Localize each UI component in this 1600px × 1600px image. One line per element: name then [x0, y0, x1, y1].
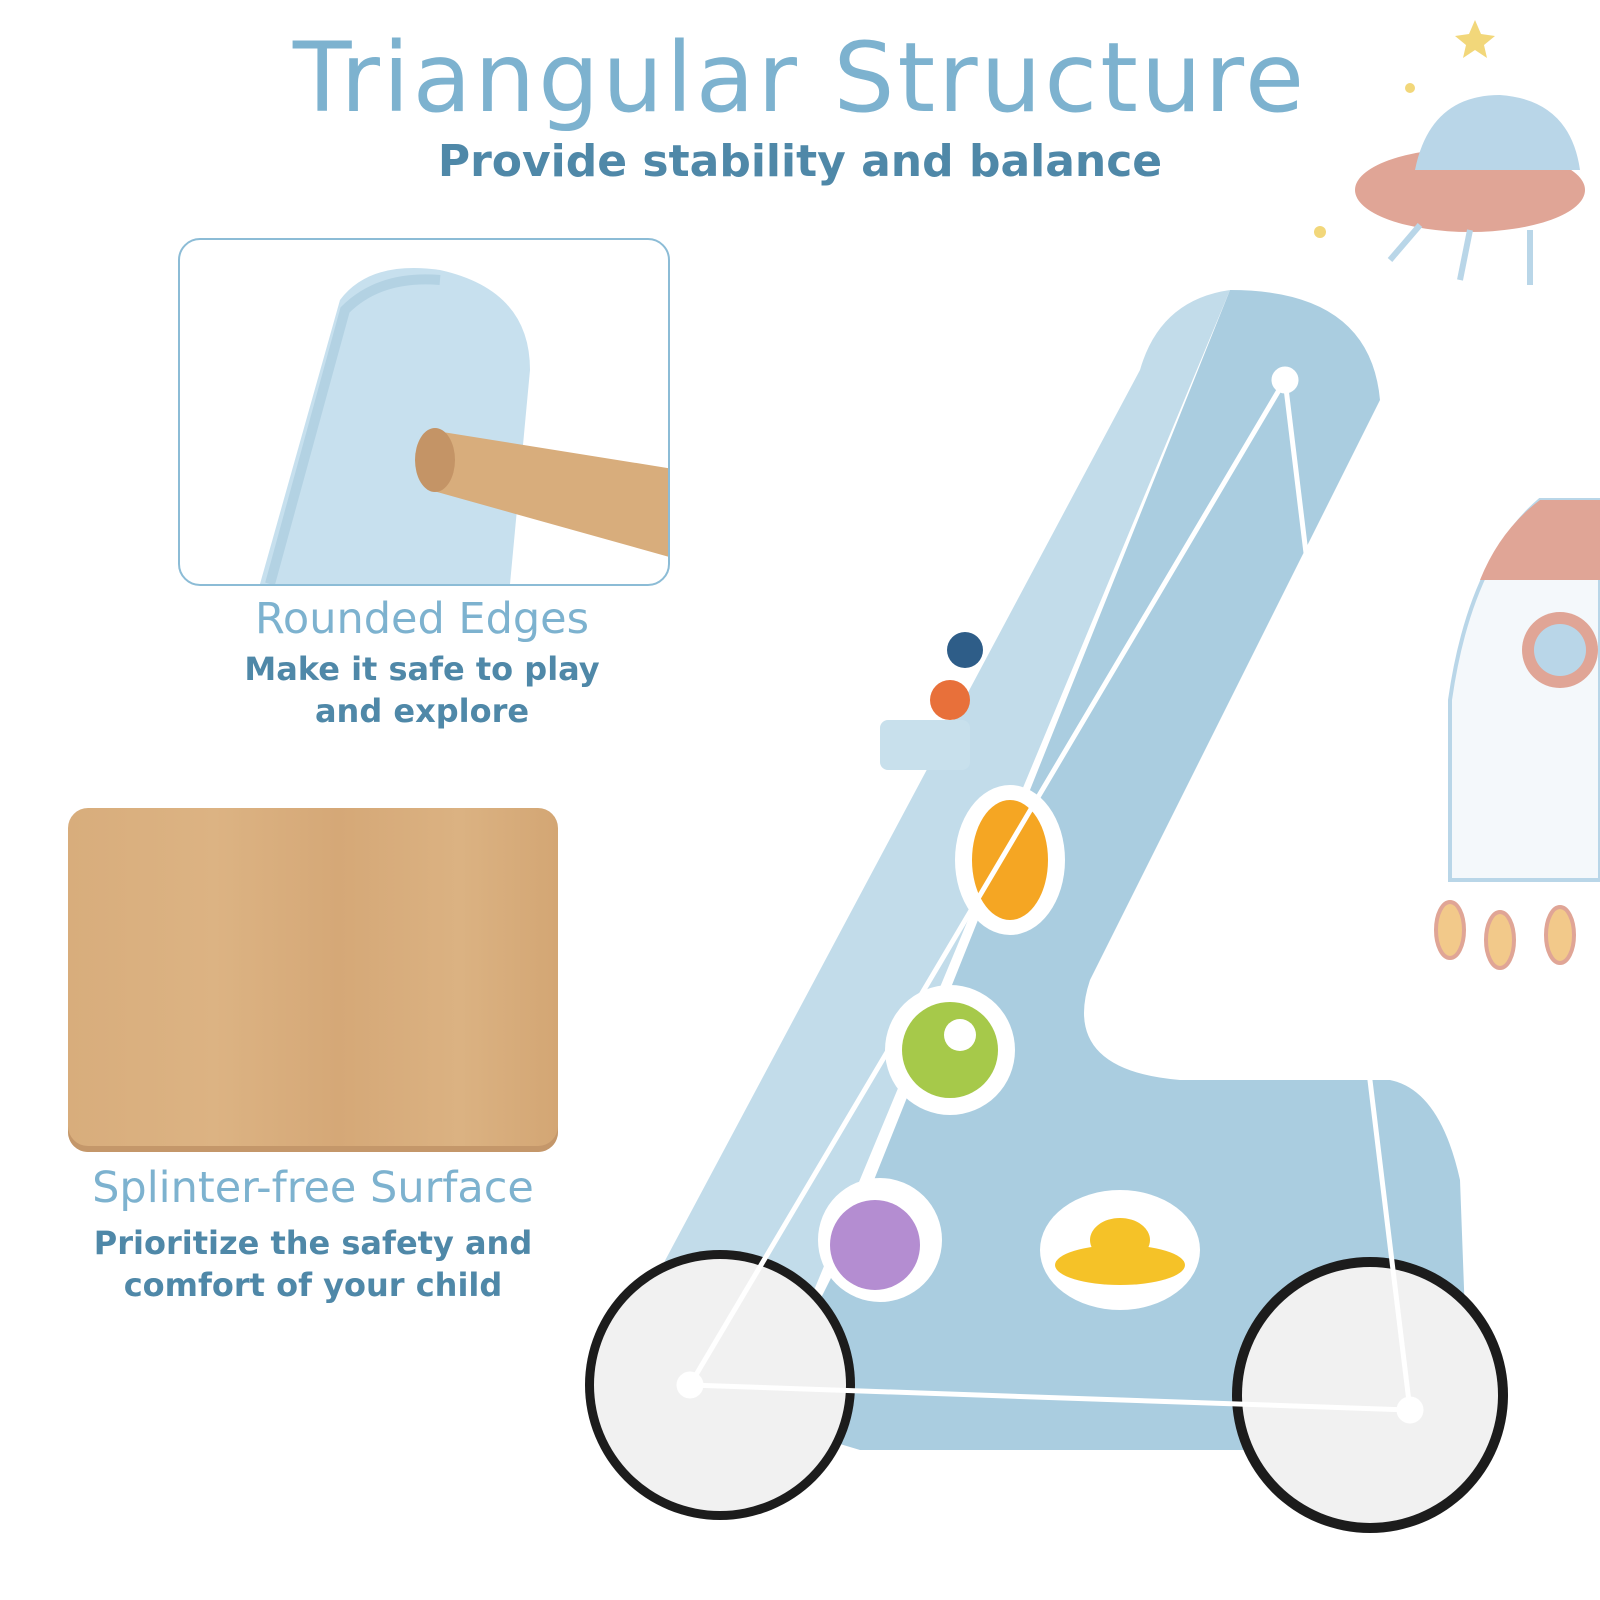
feature-title-splinter-free: Splinter-free Surface — [92, 1163, 534, 1213]
wood-surface-image — [68, 808, 558, 1152]
ufo-icon — [1355, 95, 1585, 285]
wheel — [1232, 1257, 1508, 1533]
star-icon — [1314, 20, 1495, 238]
sticker-ufo-yellow — [1040, 1190, 1200, 1310]
sticker-planet-purple — [818, 1178, 942, 1302]
rocket-icon — [1434, 498, 1600, 970]
feature-desc-rounded-edges: Make it safe to play — [244, 650, 600, 688]
feature-desc-splinter-free: Prioritize the safety and — [93, 1224, 533, 1262]
rounded-edge-image — [260, 268, 668, 584]
sticker-monster-orange — [955, 785, 1065, 935]
sticker-monster-green — [885, 985, 1015, 1115]
page-title: Triangular Structure — [292, 22, 1308, 134]
rounded-edge-closeup — [178, 238, 670, 586]
feature-desc-splinter-free-2: comfort of your child — [123, 1266, 503, 1304]
triangle-lines — [676, 366, 1424, 1424]
page-subtitle: Provide stability and balance — [437, 136, 1163, 187]
feature-desc-rounded-edges-2: and explore — [314, 692, 530, 730]
baby-walker — [585, 290, 1508, 1533]
feature-title-rounded-edges: Rounded Edges — [254, 594, 590, 644]
